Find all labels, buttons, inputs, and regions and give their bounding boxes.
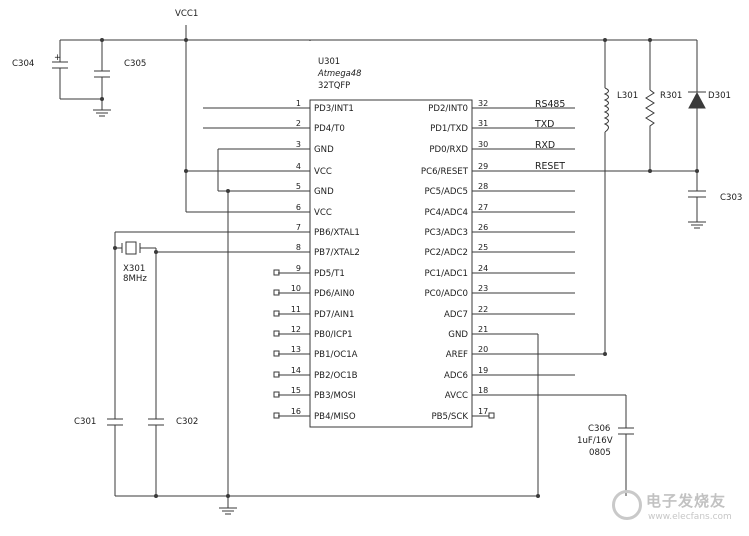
- c303-label: C303: [720, 193, 742, 203]
- right-pin-number: 19: [478, 366, 488, 375]
- resistor-r301: [645, 89, 655, 130]
- left-pin-number: 15: [291, 386, 301, 395]
- left-pin-number: 7: [296, 223, 301, 232]
- r301-label: R301: [660, 91, 682, 101]
- left-pin-name: GND: [314, 145, 334, 155]
- left-pin-number: 9: [296, 264, 301, 273]
- right-pin-number: 25: [478, 243, 488, 252]
- left-pin-number: 5: [296, 182, 301, 191]
- left-pin-number: 4: [296, 162, 301, 171]
- right-pin-name: PB5/SCK: [431, 412, 468, 422]
- c304-plus: +: [54, 53, 61, 63]
- left-pin-number: 10: [291, 284, 301, 293]
- junction-dots: [100, 38, 699, 498]
- right-pin-name: PC5/ADC5: [424, 187, 468, 197]
- right-pin-number: 26: [478, 223, 488, 232]
- right-pin-name: PC6/RESET: [421, 167, 469, 177]
- right-pin-name: PD0/RXD: [429, 145, 468, 155]
- l301-label: L301: [617, 91, 638, 101]
- right-pin-name: PC4/ADC4: [424, 208, 468, 218]
- left-pin-name: PD3/INT1: [314, 104, 354, 114]
- c306-package: 0805: [589, 448, 611, 458]
- right-pin-name: PD2/INT0: [428, 104, 468, 114]
- left-pin-number: 14: [291, 366, 301, 375]
- c306-ref: C306: [588, 424, 610, 434]
- left-pin-name: PD4/T0: [314, 124, 345, 134]
- right-pin-number: 22: [478, 305, 488, 314]
- left-pin-number: 8: [296, 243, 301, 252]
- left-pin-number: 11: [291, 305, 301, 314]
- net-rs485: RS485: [535, 99, 565, 110]
- net-reset: RESET: [535, 161, 565, 172]
- left-pin-name: PB2/OC1B: [314, 371, 358, 381]
- left-pin-name: PB3/MOSI: [314, 391, 356, 401]
- left-pin-number: 6: [296, 203, 301, 212]
- right-pin-number: 20: [478, 345, 488, 354]
- right-pin-name: ADC7: [444, 310, 468, 320]
- right-pin-number: 18: [478, 386, 488, 395]
- left-pin-number: 13: [291, 345, 301, 354]
- left-pin-number: 2: [296, 119, 301, 128]
- right-pin-number: 30: [478, 140, 488, 149]
- left-pin-name: PB1/OC1A: [314, 350, 358, 360]
- left-pin-list: 1PD3/INT12PD4/T03GND4VCC5GND6VCC7PB6/XTA…: [291, 99, 360, 422]
- d301-label: D301: [708, 91, 731, 101]
- inductor-l301: [603, 87, 609, 133]
- left-pin-name: VCC: [314, 167, 332, 177]
- left-pin-number: 16: [291, 407, 301, 416]
- chip-package: 32TQFP: [318, 80, 350, 90]
- left-pin-name: VCC: [314, 208, 332, 218]
- vcc-label: VCC1: [175, 9, 198, 19]
- right-pin-name: AREF: [446, 350, 468, 360]
- left-pin-name: PD7/AIN1: [314, 310, 354, 320]
- left-pin-name: PB6/XTAL1: [314, 228, 360, 238]
- right-pin-number: 24: [478, 264, 488, 273]
- c306-value: 1uF/16V: [577, 436, 613, 446]
- right-pin-name: PC1/ADC1: [424, 269, 468, 279]
- right-pin-number: 27: [478, 203, 488, 212]
- right-pin-number: 31: [478, 119, 488, 128]
- right-pin-number: 21: [478, 325, 488, 334]
- chip-part: Atmega48: [317, 68, 361, 78]
- right-pin-name: AVCC: [445, 391, 468, 401]
- right-pin-name: PC2/ADC2: [424, 248, 468, 258]
- right-pin-number: 17: [478, 407, 488, 416]
- left-pin-name: GND: [314, 187, 334, 197]
- left-pin-name: PB0/ICP1: [314, 330, 353, 340]
- x301-ref: X301: [123, 264, 145, 274]
- net-txd: TXD: [534, 119, 554, 130]
- c305-label: C305: [124, 59, 146, 69]
- right-pin-name: ADC6: [444, 371, 468, 381]
- net-rxd: RXD: [535, 140, 555, 151]
- left-pin-name: PD6/AIN0: [314, 289, 354, 299]
- right-pin-number: 29: [478, 162, 488, 171]
- right-pin-name: GND: [448, 330, 468, 340]
- chip-body: [309, 99, 473, 428]
- diode-d301: [688, 91, 706, 109]
- left-pin-name: PB7/XTAL2: [314, 248, 360, 258]
- right-pin-name: PC3/ADC3: [424, 228, 468, 238]
- right-pin-name: PC0/ADC0: [424, 289, 468, 299]
- left-pin-name: PB4/MISO: [314, 412, 356, 422]
- left-pin-number: 1: [296, 99, 301, 108]
- right-pin-name: PD1/TXD: [430, 124, 468, 134]
- left-pin-number: 12: [291, 325, 301, 334]
- x301-value: 8MHz: [123, 274, 147, 284]
- left-pin-name: PD5/T1: [314, 269, 345, 279]
- chip-ref: U301: [318, 56, 340, 66]
- c304-label: C304: [12, 59, 34, 69]
- left-pin-number: 3: [296, 140, 301, 149]
- c301-label: C301: [74, 417, 96, 427]
- right-pin-number: 28: [478, 182, 488, 191]
- c302-label: C302: [176, 417, 198, 427]
- right-pin-number: 32: [478, 99, 488, 108]
- right-pin-number: 23: [478, 284, 488, 293]
